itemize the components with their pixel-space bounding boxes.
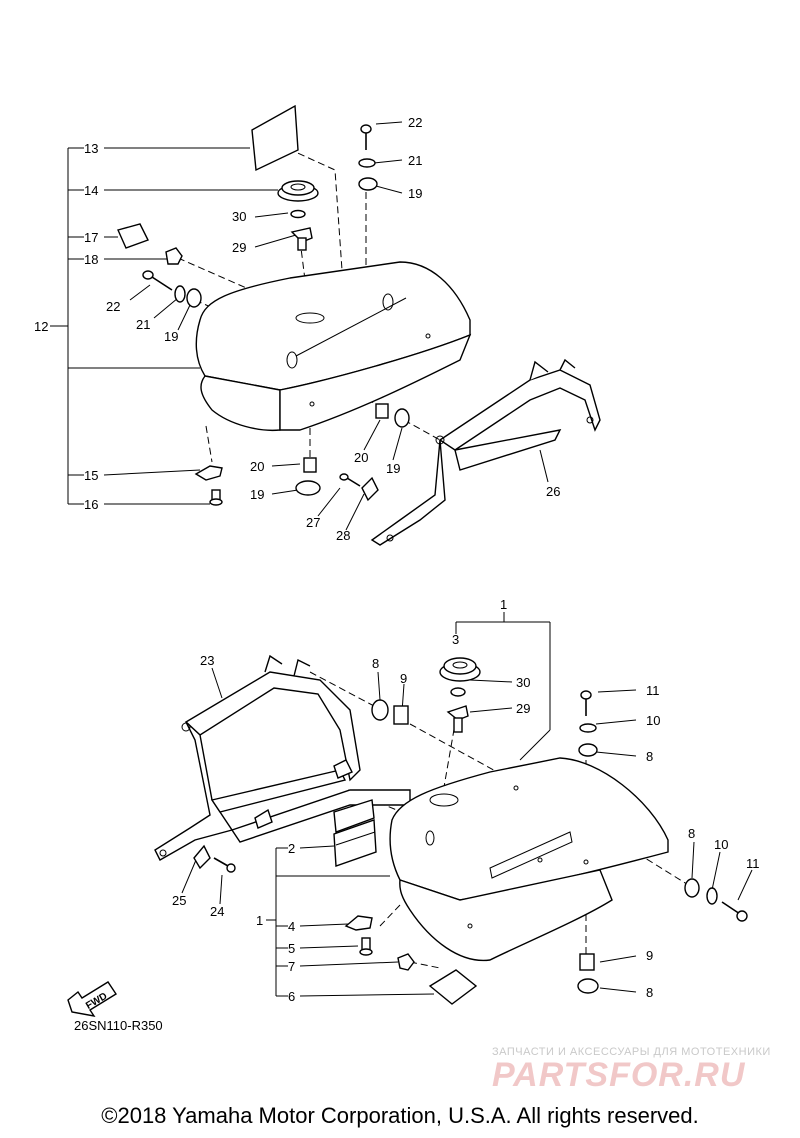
diagram-code: 26SN110-R350 xyxy=(74,1018,163,1033)
callout-22: 22 xyxy=(106,299,120,314)
grommet-8-side xyxy=(684,878,700,898)
bolt-11-side xyxy=(721,901,748,922)
nut-7 xyxy=(397,953,415,971)
cap-lock-29 xyxy=(290,227,313,251)
callout-15: 15 xyxy=(84,468,98,483)
collar-20-rear xyxy=(375,403,389,419)
callout-22-top: 22 xyxy=(408,115,422,130)
callout-12: 12 xyxy=(34,319,48,334)
saddlebag-1 xyxy=(389,757,669,962)
callout-17: 17 xyxy=(84,230,98,245)
callout-19-lower: 19 xyxy=(250,487,264,502)
bolt-27 xyxy=(339,473,361,487)
callout-2: 2 xyxy=(288,841,295,856)
grommet-19 xyxy=(186,288,202,308)
filler-cap-3 xyxy=(439,657,481,682)
callout-19: 19 xyxy=(164,329,178,344)
callout-1: 1 xyxy=(256,913,263,928)
copyright-notice: ©2018 Yamaha Motor Corporation, U.S.A. A… xyxy=(101,1103,699,1128)
callout-18: 18 xyxy=(84,252,98,267)
callout-24: 24 xyxy=(210,904,224,919)
grommet-8 xyxy=(371,699,389,721)
watermark-tagline: ЗАПЧАСТИ И АКСЕССУАРЫ ДЛЯ МОТОТЕХНИКИ xyxy=(492,1046,771,1058)
callout-29-lower: 29 xyxy=(516,701,530,716)
callout-21: 21 xyxy=(136,317,150,332)
callout-10-top: 10 xyxy=(646,713,660,728)
callout-11-top: 11 xyxy=(646,683,660,698)
callout-5: 5 xyxy=(288,941,295,956)
grommet-8-lower xyxy=(577,978,599,994)
callout-7: 7 xyxy=(288,959,295,974)
callout-29: 29 xyxy=(232,240,246,255)
callout-14: 14 xyxy=(84,183,98,198)
callout-3: 3 xyxy=(452,632,459,647)
callout-16: 16 xyxy=(84,497,98,512)
callout-10-side: 10 xyxy=(714,837,728,852)
callout-8-lower: 8 xyxy=(646,985,653,1000)
callout-4: 4 xyxy=(288,919,295,934)
label-sheet-2 xyxy=(333,799,377,867)
bolt-11 xyxy=(580,690,592,716)
callout-19-rear: 19 xyxy=(386,461,400,476)
latch-4 xyxy=(344,915,373,931)
callout-30-lower: 30 xyxy=(516,675,530,690)
callout-6: 6 xyxy=(288,989,295,1004)
callout-28: 28 xyxy=(336,528,350,543)
callout-30: 30 xyxy=(232,209,246,224)
callout-9-top: 9 xyxy=(400,671,407,686)
callout-20-rear: 20 xyxy=(354,450,368,465)
callout-19-top: 19 xyxy=(408,186,422,201)
bolt-24 xyxy=(213,857,236,873)
callout-23: 23 xyxy=(200,653,214,668)
callout-9-lower: 9 xyxy=(646,948,653,963)
o-ring-30 xyxy=(290,209,306,219)
cap-lock-29-lower xyxy=(446,705,469,733)
washer-21 xyxy=(174,285,186,303)
screw-5 xyxy=(359,937,373,956)
callout-21-top: 21 xyxy=(408,153,422,168)
grommet-8-right xyxy=(578,743,598,757)
washer-10-side xyxy=(706,887,718,905)
reflector-17 xyxy=(117,223,149,249)
screw-16 xyxy=(209,489,223,506)
grommet-19-lower xyxy=(295,480,321,496)
callout-27: 27 xyxy=(306,515,320,530)
bolt-22-top xyxy=(360,124,372,150)
washer-10 xyxy=(579,723,597,733)
label-sheet-13 xyxy=(251,104,299,172)
callout-26: 26 xyxy=(546,484,560,499)
bolt-22 xyxy=(142,270,173,291)
callout-13: 13 xyxy=(84,141,98,156)
plate-28 xyxy=(361,476,379,502)
grommet-19-top xyxy=(358,177,378,191)
leader-lines-upper xyxy=(103,121,549,531)
callout-8-side: 8 xyxy=(688,826,695,841)
watermark-brand: PARTSFOR.RU xyxy=(492,1056,746,1094)
callout-numbers: 13 14 17 18 12 15 16 30 29 22 21 19 22 2… xyxy=(34,115,760,1004)
plate-25 xyxy=(193,844,211,870)
callout-8-right: 8 xyxy=(646,749,653,764)
collar-9-lower xyxy=(579,953,595,971)
callout-bracket-12 xyxy=(50,147,200,505)
callout-11-side: 11 xyxy=(746,856,760,871)
collar-20 xyxy=(303,457,317,473)
latch-15 xyxy=(194,465,223,481)
grommet-19-rear xyxy=(394,408,410,428)
leader-lines-lower xyxy=(181,667,753,997)
callout-1-top: 1 xyxy=(500,597,507,612)
o-ring-30-lower xyxy=(450,687,466,697)
callout-20-lower: 20 xyxy=(250,459,264,474)
collar-9 xyxy=(393,705,409,725)
saddlebag-12 xyxy=(195,261,472,432)
callout-25: 25 xyxy=(172,893,186,908)
fwd-arrow: FWD xyxy=(67,981,117,1017)
callout-bracket-1 xyxy=(266,612,551,997)
callout-8-top: 8 xyxy=(372,656,379,671)
stay-26 xyxy=(370,358,601,546)
filler-cap-14 xyxy=(277,180,319,202)
nut-18 xyxy=(165,247,183,265)
reflector-6 xyxy=(428,969,478,1005)
washer-21-top xyxy=(358,158,376,168)
